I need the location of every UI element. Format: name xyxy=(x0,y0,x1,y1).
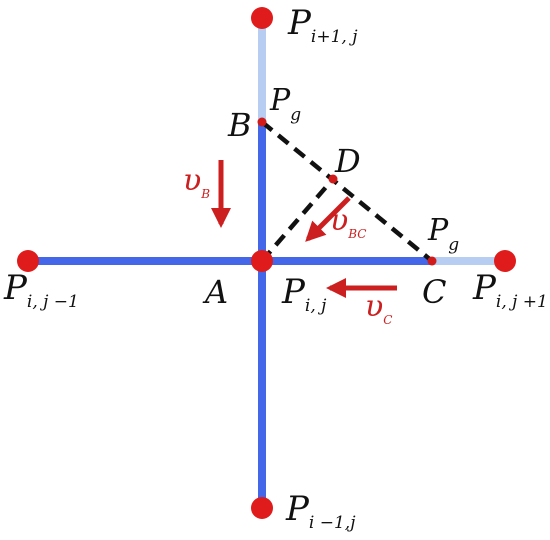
dashed-line-b-c xyxy=(260,120,434,263)
point-d-dot xyxy=(328,174,338,184)
label-point-a: A xyxy=(202,273,228,311)
node-left xyxy=(17,250,39,272)
label-node-top: Pi+1, j xyxy=(287,3,358,47)
label-point-d: D xyxy=(334,142,361,180)
node-center xyxy=(251,250,273,272)
point-b-dot xyxy=(257,117,267,127)
node-top xyxy=(251,7,273,29)
label-node-left: Pi, j −1 xyxy=(3,268,79,312)
dashed-line-a-d xyxy=(260,177,335,263)
arrow-vbc xyxy=(305,196,351,242)
label-node-center: Pi, j xyxy=(281,272,327,316)
label-velocity-vc: υC xyxy=(365,289,392,327)
label-point-b: B xyxy=(227,106,252,144)
node-right xyxy=(494,250,516,272)
label-ghost-b: Pg xyxy=(269,83,301,125)
label-velocity-vbc: υBC xyxy=(330,203,366,241)
node-bottom xyxy=(251,497,273,519)
point-c-dot xyxy=(427,256,437,266)
label-point-c: C xyxy=(422,273,446,311)
label-node-bottom: Pi −1,j xyxy=(285,489,356,533)
label-velocity-vb: υB xyxy=(183,163,210,201)
label-node-right: Pi, j +1 xyxy=(472,268,548,312)
label-ghost-c: Pg xyxy=(427,213,459,255)
